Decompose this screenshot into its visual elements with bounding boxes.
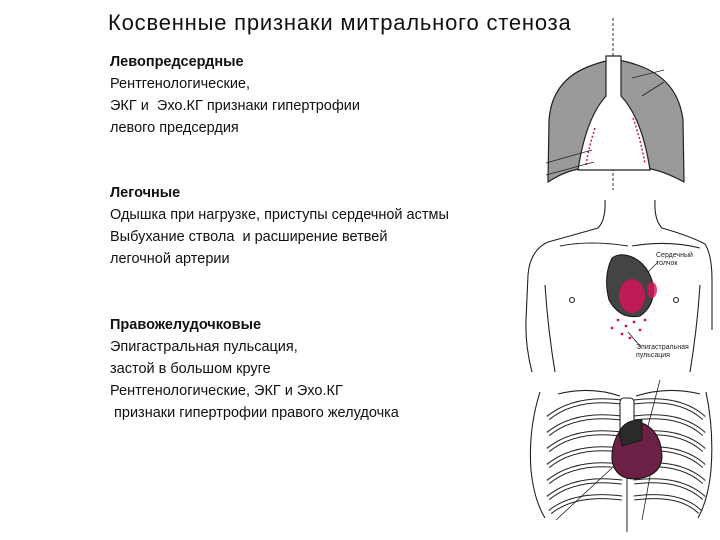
nipple-right xyxy=(672,296,680,304)
pointer-line xyxy=(631,69,665,79)
heart-ribcage xyxy=(555,379,663,521)
ribs-right xyxy=(634,401,704,512)
left-atrium-contour xyxy=(585,127,596,167)
section-line: застой в большом круге xyxy=(110,361,271,377)
section-left-atrial: Левопредсердные Рентгенологические, ЭКГ … xyxy=(110,51,490,139)
section-heading: Левопредсердные xyxy=(110,54,244,70)
section-line: Эпигастральная пульсация, xyxy=(110,339,298,355)
section-line: ЭКГ и Эхо.КГ признаки гипертрофии xyxy=(110,98,360,114)
ribcage-outline-right xyxy=(697,391,713,519)
arm-line-left xyxy=(544,284,556,373)
clavicle-right xyxy=(631,242,701,249)
right-contour xyxy=(632,117,646,165)
lungs-xray-figure xyxy=(545,18,685,190)
section-right-ventricular: Правожелудочковые Эпигастральная пульсац… xyxy=(110,314,490,424)
section-line: легочной артерии xyxy=(110,251,230,267)
clavicle-left xyxy=(557,389,621,397)
pointer-line xyxy=(555,467,613,521)
section-line: левого предсердия xyxy=(110,120,239,136)
mediastinum-shape xyxy=(577,55,651,171)
epigastric-pulsation-label: Эпигастральная пульсация xyxy=(636,344,689,359)
sternum xyxy=(619,397,635,471)
pointer-line xyxy=(641,81,665,97)
section-line: Выбухание ствола и расширение ветвей xyxy=(110,229,388,245)
epigastric-pulsation-dots xyxy=(610,318,647,340)
heart-torso xyxy=(606,254,659,347)
cardiac-impulse-area xyxy=(619,279,645,313)
slide-title: Косвенные признаки митрального стеноза xyxy=(108,10,572,35)
clavicle-left xyxy=(559,242,629,247)
ribs-left xyxy=(548,401,622,512)
lungs-shape xyxy=(547,59,685,184)
section-line: признаки гипертрофии правого желудочка xyxy=(110,405,399,421)
section-line: Одышка при нагрузке, приступы сердечной … xyxy=(110,207,449,223)
section-line: Рентгенологические, ЭКГ и Эхо.КГ xyxy=(110,383,343,399)
clavicle-right xyxy=(635,389,701,397)
arm-line-right xyxy=(689,284,701,373)
ribcage-figure xyxy=(529,389,713,532)
nipple-left xyxy=(568,296,576,304)
pointer-line xyxy=(545,149,593,164)
pointer-line xyxy=(647,379,661,427)
pointer-line xyxy=(641,475,651,521)
section-line: Рентгенологические, xyxy=(110,76,251,92)
pointer-line xyxy=(545,161,595,176)
torso-outline-left xyxy=(525,199,606,373)
cardiac-impulse-label: Сердечный толчок xyxy=(656,252,693,267)
section-heading: Легочные xyxy=(110,185,181,201)
section-heading: Правожелудочковые xyxy=(110,317,262,333)
section-pulmonary: Легочные Одышка при нагрузке, приступы с… xyxy=(110,182,490,270)
ribcage-outline-left xyxy=(529,391,546,519)
